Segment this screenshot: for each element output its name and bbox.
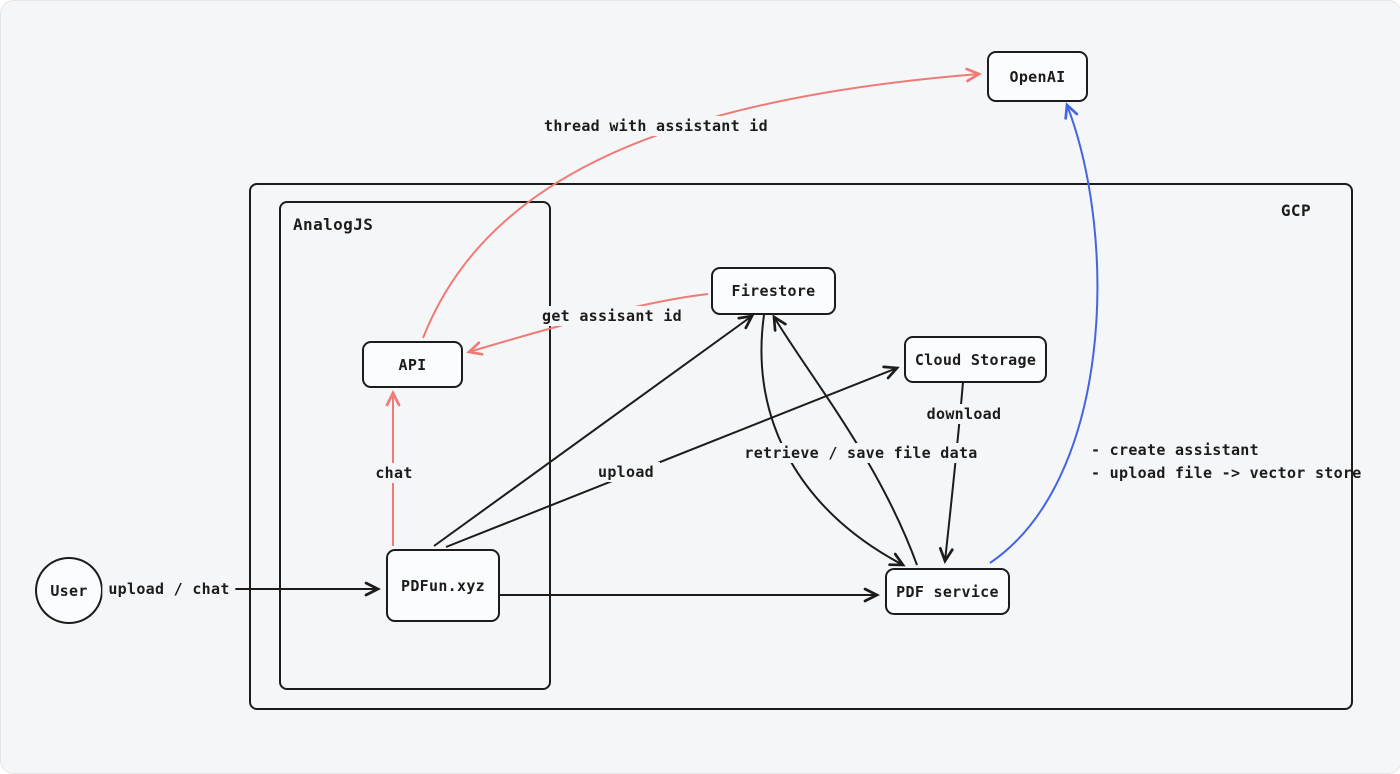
edge-label-retrieve-save-file-data: retrieve / save file data bbox=[738, 443, 984, 463]
edge-label-upload-chat: upload / chat bbox=[102, 579, 236, 599]
arrow-firestore-to-pdfservice bbox=[760, 314, 906, 567]
node-openai: OpenAI bbox=[987, 51, 1088, 102]
note-upload-file-vector-store: - upload file -> vector store bbox=[1091, 464, 1362, 482]
arrow-pdfservice-to-openai bbox=[989, 102, 1099, 564]
edge-label-upload: upload bbox=[592, 462, 660, 482]
node-api: API bbox=[362, 341, 463, 388]
note-create-assistant: - create assistant bbox=[1091, 441, 1259, 459]
node-pdfun: PDFun.xyz bbox=[386, 549, 500, 622]
node-firestore: Firestore bbox=[711, 267, 836, 315]
arrow-pdfservice-to-firestore bbox=[772, 314, 918, 566]
node-cloud-storage: Cloud Storage bbox=[904, 336, 1047, 383]
node-pdf-service: PDF service bbox=[885, 568, 1010, 615]
arrow-pdfun-to-cloudstorage-upload bbox=[445, 365, 900, 548]
arrow-pdfun-to-firestore-upload bbox=[433, 314, 755, 547]
arrow-cloudstorage-to-pdfservice-download bbox=[938, 381, 964, 565]
edge-label-thread-with-assistant-id: thread with assistant id bbox=[538, 116, 774, 136]
gcp-label: GCP bbox=[1280, 201, 1311, 220]
analogjs-label: AnalogJS bbox=[293, 215, 374, 234]
arrow-api-to-openai-thread bbox=[422, 67, 983, 339]
edge-label-download: download bbox=[920, 404, 1008, 424]
node-user: User bbox=[35, 557, 103, 624]
analogjs-container: AnalogJS bbox=[279, 201, 551, 690]
edge-label-chat: chat bbox=[369, 463, 419, 483]
edge-label-get-assistant-id: get assisant id bbox=[536, 306, 688, 326]
gcp-container: GCP bbox=[249, 183, 1353, 710]
